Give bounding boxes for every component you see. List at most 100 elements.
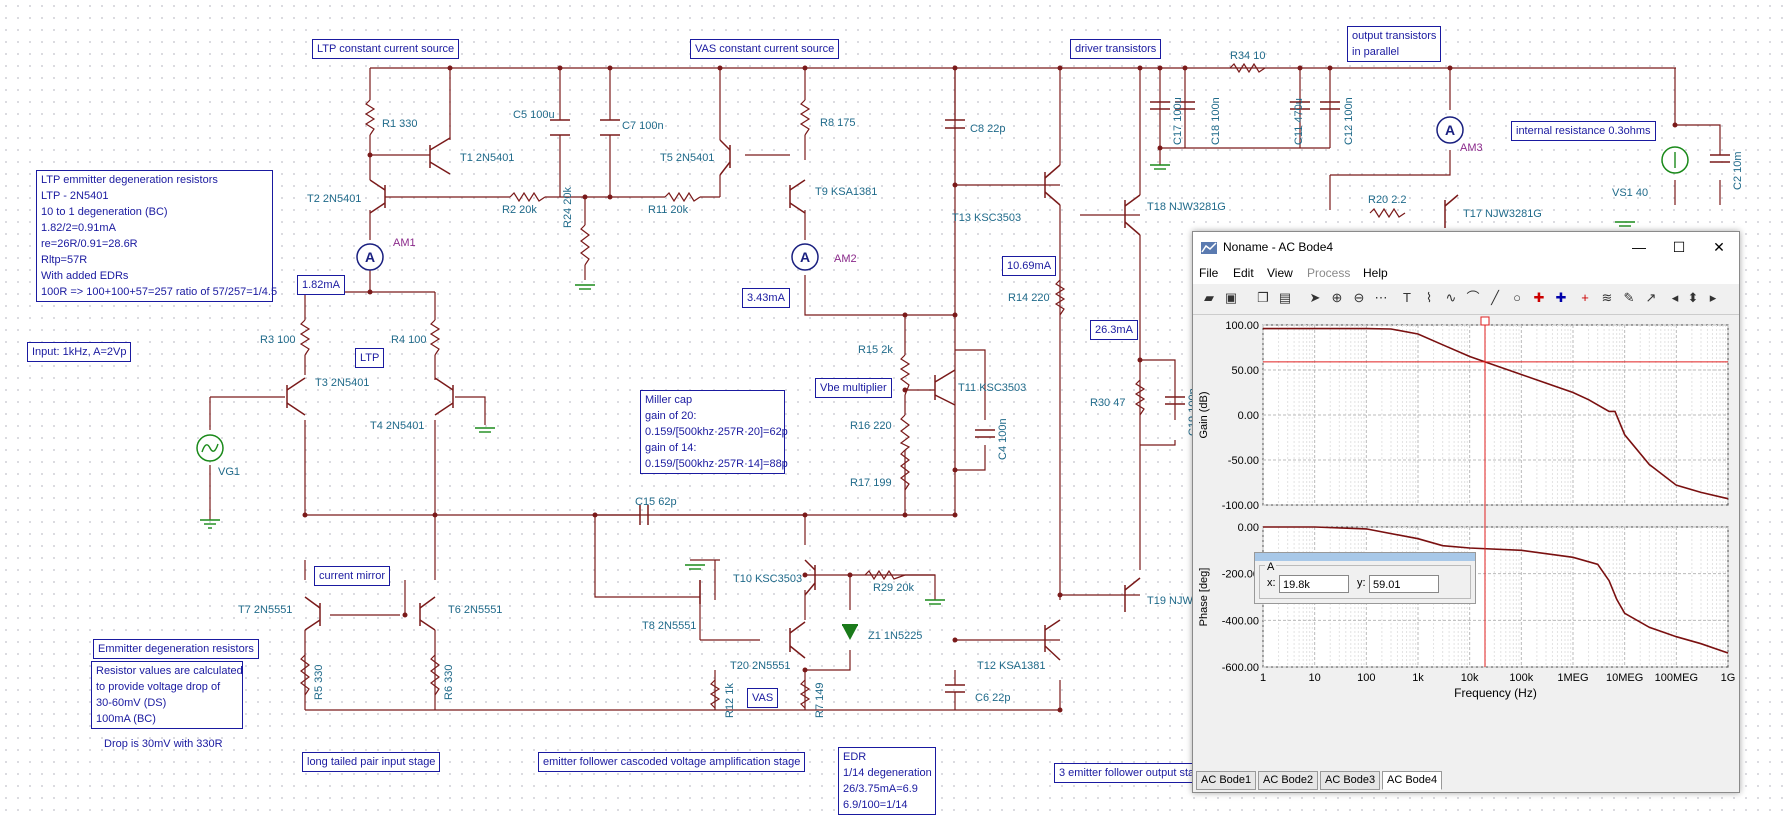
- cursor-x-label: x:: [1267, 577, 1276, 589]
- cursor-x-field[interactable]: 19.8k: [1279, 575, 1349, 593]
- label-r34: R34 10: [1230, 50, 1266, 62]
- note-resistor-values: Resistor values are calculated to provid…: [91, 661, 243, 729]
- cursor-readout-panel[interactable]: A x: 19.8k y: 59.01: [1254, 552, 1476, 604]
- y-tick-label: 0.00: [1238, 522, 1259, 534]
- x-tick-label: 100MEG: [1655, 672, 1698, 684]
- label-t20: T20 2N5551: [730, 660, 791, 672]
- zoom-out-icon[interactable]: ⊖: [1353, 290, 1365, 305]
- updown-arrow-icon[interactable]: ⬍: [1687, 290, 1699, 305]
- menu-view[interactable]: View: [1267, 266, 1293, 280]
- pointer-icon[interactable]: ➤: [1309, 290, 1321, 305]
- series-line: [1263, 327, 1729, 500]
- cursor-b-icon[interactable]: ✚: [1555, 290, 1567, 305]
- close-button[interactable]: ✕: [1713, 239, 1725, 255]
- label-t18: T18 NJW3281G: [1147, 201, 1226, 213]
- label-r15: R15 2k: [858, 344, 893, 356]
- menu-edit[interactable]: Edit: [1233, 266, 1254, 280]
- save-icon[interactable]: ▣: [1224, 290, 1238, 305]
- label-c15: C15 62p: [635, 496, 677, 508]
- label-r7: R7 149: [814, 682, 826, 718]
- label-r11: R11 20k: [648, 204, 689, 216]
- note-drop: Drop is 30mV with 330R: [104, 738, 223, 750]
- y-tick-label: -600.00: [1222, 662, 1259, 674]
- tab-ac-bode2[interactable]: AC Bode2: [1258, 771, 1319, 790]
- label-t2: T2 2N5401: [307, 193, 362, 205]
- label-vs1: VS1 40: [1612, 187, 1649, 199]
- x-tick-label: 100: [1357, 672, 1375, 684]
- paste-icon[interactable]: ▤: [1278, 290, 1292, 305]
- label-c6: C6 22p: [975, 692, 1011, 704]
- note-internal-resistance: internal resistance 0.3ohms: [1511, 121, 1656, 141]
- label-c11: C11 470u: [1293, 98, 1305, 145]
- minimize-button[interactable]: —: [1632, 239, 1646, 255]
- svg-text:A: A: [365, 249, 375, 265]
- curve-icon[interactable]: ⌇: [1425, 290, 1433, 305]
- label-r6: R6 330: [443, 664, 455, 700]
- menu-bar: File Edit View Process Help: [1193, 262, 1739, 284]
- bode-window[interactable]: Noname - AC Bode4 — ☐ ✕ File Edit View P…: [1192, 231, 1740, 793]
- arrow-icon[interactable]: ↗: [1645, 290, 1657, 305]
- label-am3: AM3: [1460, 142, 1483, 154]
- label-c18: C18 100n: [1210, 97, 1222, 145]
- note-vas-stage: emitter follower cascoded voltage amplif…: [538, 752, 806, 772]
- copy-icon[interactable]: ❐: [1257, 290, 1269, 305]
- note-ltp-stage: long tailed pair input stage: [302, 752, 441, 772]
- pen-icon[interactable]: ✎: [1623, 290, 1635, 305]
- svg-text:A: A: [1445, 122, 1455, 138]
- maximize-button[interactable]: ☐: [1672, 239, 1686, 255]
- right-arrow-icon[interactable]: ▸: [1709, 290, 1717, 305]
- y-tick-label: 50.00: [1231, 365, 1259, 377]
- bezier-icon[interactable]: ⌒: [1466, 290, 1480, 305]
- y-axis-label: Phase [deg]: [1198, 568, 1210, 627]
- window-title: Noname - AC Bode4: [1223, 240, 1334, 254]
- label-r14: R14 220: [1008, 292, 1050, 304]
- vbe-tag: Vbe multiplier: [815, 378, 892, 398]
- label-r4: R4 100: [391, 334, 427, 346]
- waveform-icon[interactable]: ≋: [1601, 290, 1613, 305]
- note-miller-cap: Miller cap gain of 20: 0.159/[500khz·257…: [640, 390, 788, 474]
- label-c7: C7 100n: [622, 120, 664, 132]
- y-tick-label: 100.00: [1225, 320, 1259, 332]
- y-tick-label: -400.00: [1222, 615, 1259, 627]
- circle-icon[interactable]: ○: [1513, 290, 1521, 305]
- label-r16: R16 220: [850, 420, 892, 432]
- y-tick-label: 0.00: [1238, 410, 1259, 422]
- menu-process[interactable]: Process: [1307, 266, 1351, 280]
- cursor-panel-header[interactable]: [1255, 553, 1475, 561]
- window-titlebar[interactable]: Noname - AC Bode4 — ☐ ✕: [1193, 232, 1739, 262]
- label-r5: R5 330: [313, 664, 325, 700]
- tab-ac-bode3[interactable]: AC Bode3: [1320, 771, 1381, 790]
- line-icon[interactable]: ╱: [1491, 290, 1499, 305]
- label-c17: C17 100u: [1172, 97, 1184, 145]
- note-emitter-degeneration: Emmitter degeneration resistors: [93, 639, 259, 659]
- cursor-y-label: y:: [1357, 577, 1366, 589]
- curve-edit-icon[interactable]: ∿: [1445, 290, 1457, 305]
- text-icon[interactable]: T: [1403, 290, 1411, 305]
- menu-help[interactable]: Help: [1363, 266, 1388, 280]
- cursor-y-field[interactable]: 59.01: [1369, 575, 1439, 593]
- menu-file[interactable]: File: [1199, 266, 1219, 280]
- zoom-in-icon[interactable]: ⊕: [1331, 290, 1343, 305]
- grid-icon[interactable]: ⋯: [1374, 290, 1388, 305]
- label-t4: T4 2N5401: [370, 420, 425, 432]
- left-arrow-icon[interactable]: ◂: [1671, 290, 1679, 305]
- open-folder-icon[interactable]: ▰: [1204, 290, 1214, 305]
- app-icon: [1201, 242, 1217, 254]
- x-axis-label: Frequency (Hz): [1454, 686, 1537, 700]
- label-r20: R20 2.2: [1368, 194, 1407, 206]
- label-c12: C12 100n: [1343, 97, 1355, 145]
- label-am1: AM1: [393, 237, 416, 249]
- note-vas-ccs: VAS constant current source: [690, 39, 840, 59]
- label-c2: C2 10m: [1732, 151, 1744, 190]
- label-t5: T5 2N5401: [660, 152, 715, 164]
- label-r30: R30 47: [1090, 397, 1126, 409]
- label-r29: R29 20k: [873, 582, 914, 594]
- add-marker-icon[interactable]: +: [1581, 290, 1589, 305]
- tab-ac-bode4[interactable]: AC Bode4: [1382, 771, 1443, 790]
- cursor-a-icon[interactable]: ✚: [1533, 290, 1545, 305]
- tab-ac-bode1[interactable]: AC Bode1: [1196, 771, 1257, 790]
- label-t1: T1 2N5401: [460, 152, 515, 164]
